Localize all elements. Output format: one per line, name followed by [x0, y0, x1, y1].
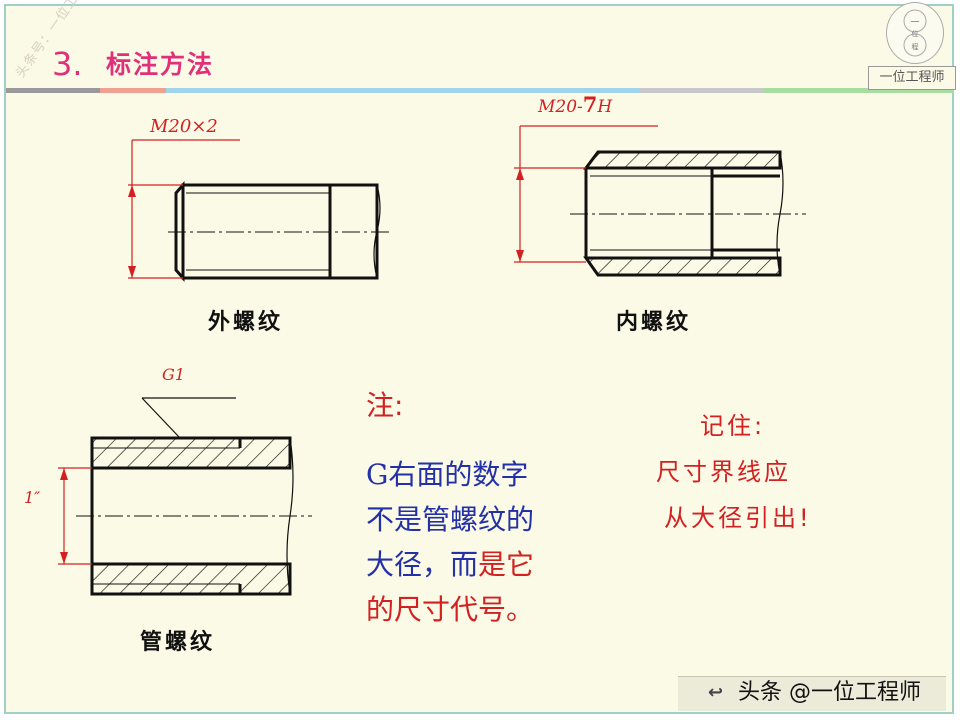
note-line-3-plain: 大径，而: [366, 548, 479, 581]
remember-line-2: 尺寸界线应: [656, 458, 791, 486]
external-thread-dimension: M20×2: [149, 116, 218, 137]
pipe-thread-size: 1″: [24, 488, 40, 507]
remember-line-3: 从大径引出!: [664, 504, 812, 532]
internal-dimension-prefix: M20-: [537, 97, 583, 117]
logo-label: 一位工程师: [868, 66, 956, 90]
external-thread-drawing: M20×2: [128, 116, 392, 282]
slide: [4, 4, 954, 714]
pipe-thread-drawing: G1 1″: [24, 365, 312, 596]
note-body: G右面的数字 不是管螺纹的 大径，而是它 的尺寸代号。: [366, 452, 606, 632]
title-bar-green: [764, 88, 954, 93]
title-bar-salmon: [100, 88, 166, 93]
note-line-4: 的尺寸代号。: [366, 593, 535, 626]
footer-bar: [678, 676, 946, 711]
page-title: 标注方法: [106, 50, 215, 79]
pipe-thread-caption: 管螺纹: [140, 630, 216, 655]
pipe-thread-designation: G1: [162, 365, 185, 384]
note-title: 注:: [366, 389, 404, 422]
footer-source: 头条 @一位工程师: [738, 680, 921, 705]
return-nav-icon[interactable]: ↩: [708, 682, 724, 703]
internal-dimension-suffix: H: [596, 97, 613, 117]
logo-seal: 一 位 程: [886, 2, 944, 64]
note-line-1: G右面的数字: [366, 458, 529, 491]
title-bar-blue: [166, 88, 640, 93]
logo-seal-graphic: 一 位 程: [903, 9, 927, 57]
heading-number: 3.: [52, 45, 83, 83]
note-line-3-highlight: 是它: [478, 548, 535, 581]
note-line-2: 不是管螺纹的: [366, 503, 535, 536]
remember-line-1: 记住:: [700, 412, 766, 440]
note-line-3: 大径，而是它: [366, 542, 606, 587]
internal-dimension-tolerance: 7: [583, 92, 598, 117]
logo-char-2: 位: [912, 29, 919, 38]
external-thread-caption: 外螺纹: [208, 310, 284, 335]
internal-thread-dimension: M20-7H: [537, 92, 613, 117]
title-bar-grey: [6, 88, 100, 93]
logo-char-3: 程: [912, 42, 919, 51]
internal-thread-drawing: M20-7H: [514, 92, 806, 277]
title-bar-light-grey: [640, 88, 764, 93]
logo-char-1: 一: [910, 18, 919, 28]
internal-thread-caption: 内螺纹: [616, 310, 692, 335]
